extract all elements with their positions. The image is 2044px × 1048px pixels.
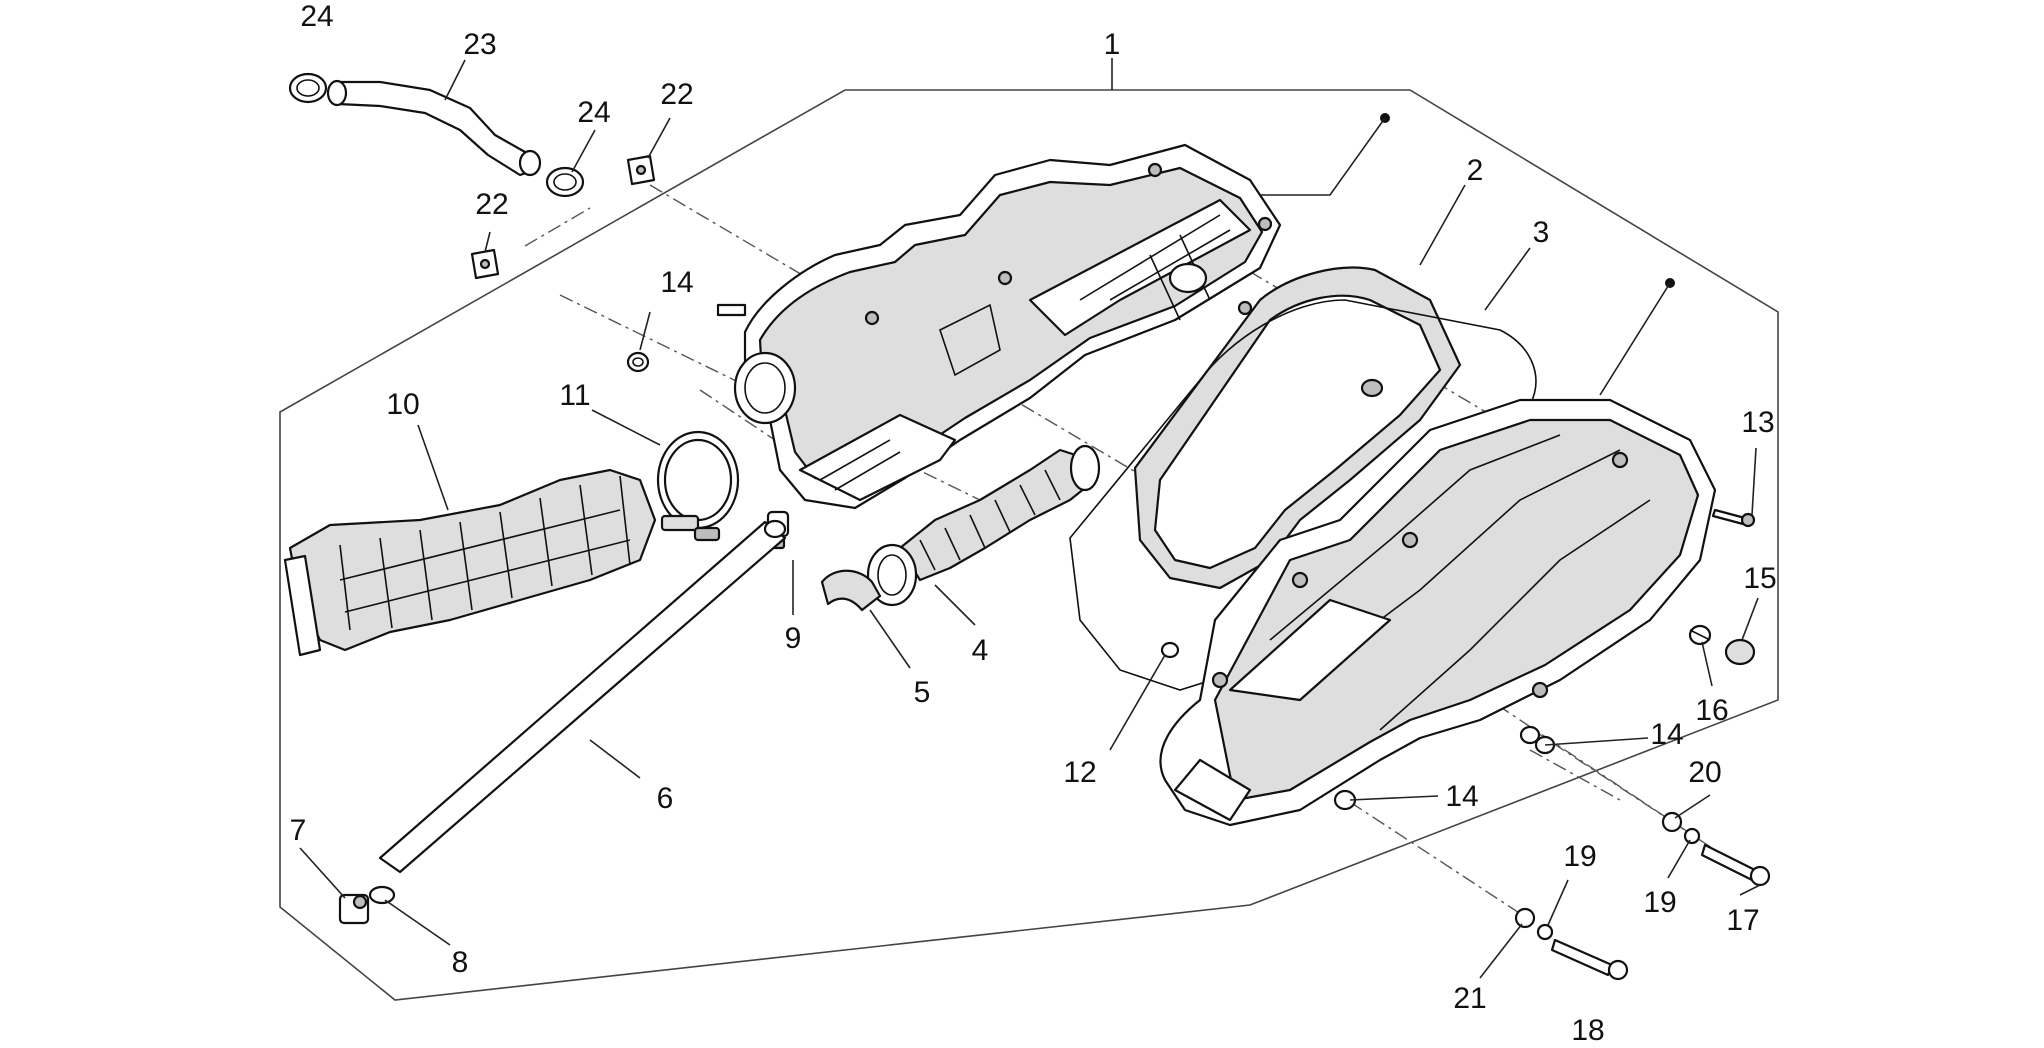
drain-clip [368,885,396,905]
drain-plug [338,893,370,925]
large-clamp [656,430,740,542]
intake-duct [866,444,1101,607]
washer-19-right [1683,827,1701,845]
washer-19-lower [1536,923,1554,941]
callout-19-lower: 19 [1563,840,1596,873]
callout-7: 7 [290,814,307,847]
callout-2: 2 [1467,154,1484,187]
callout-16: 16 [1695,694,1728,727]
callout-15: 15 [1743,562,1776,595]
air-box-cover [1159,398,1717,827]
assembly-frame [279,89,1779,1001]
callout-21: 21 [1453,982,1486,1015]
callout-18: 18 [1571,1014,1604,1047]
callout-10: 10 [386,388,419,421]
leader-lines [299,58,1761,979]
plug-cap [1724,638,1756,666]
grommet-upper [626,351,650,373]
callout-4: 4 [972,634,989,667]
callout-13: 13 [1741,406,1774,439]
screw-small [1711,508,1756,528]
callout-11: 11 [559,379,590,412]
long-screw-lower [1550,938,1629,981]
callout-17: 17 [1726,904,1759,937]
callout-1: 1 [1104,28,1121,61]
speed-nut-lower [470,248,500,280]
filter-element [1133,266,1462,590]
callout-20: 20 [1688,756,1721,789]
callout-23: 23 [463,28,496,61]
callout-24-lower: 24 [577,96,610,129]
grommet-right [1519,725,1556,755]
breather-hose [326,79,542,177]
callout-14-right: 14 [1650,718,1683,751]
callout-8: 8 [452,946,469,979]
callout-6: 6 [657,782,674,815]
callout-19-right: 19 [1643,886,1676,919]
spring-clip [1688,624,1712,646]
intake-snorkel [283,468,657,657]
callout-14-lower: 14 [1445,780,1478,813]
washer-21 [1514,907,1536,929]
drain-tube [378,519,787,874]
callout-3: 3 [1533,216,1550,249]
air-box-body [716,143,1282,510]
speed-nut-upper [626,154,656,186]
callout-24-upper: 24 [300,0,333,33]
hose-clamp [820,569,882,612]
callout-22-lower: 22 [475,188,508,221]
callout-22-upper: 22 [660,78,693,111]
small-grommet [1160,641,1180,659]
callout-14-upper: 14 [660,266,693,299]
callout-9: 9 [785,622,802,655]
callout-labels: 1 2 3 4 5 6 7 8 9 10 11 12 13 14 14 14 1… [290,0,1777,1047]
hose-clip-upper [288,72,328,104]
callout-12: 12 [1063,756,1096,789]
callout-5: 5 [914,676,931,709]
hose-clip-lower [545,166,585,198]
long-screw-right [1700,843,1771,887]
